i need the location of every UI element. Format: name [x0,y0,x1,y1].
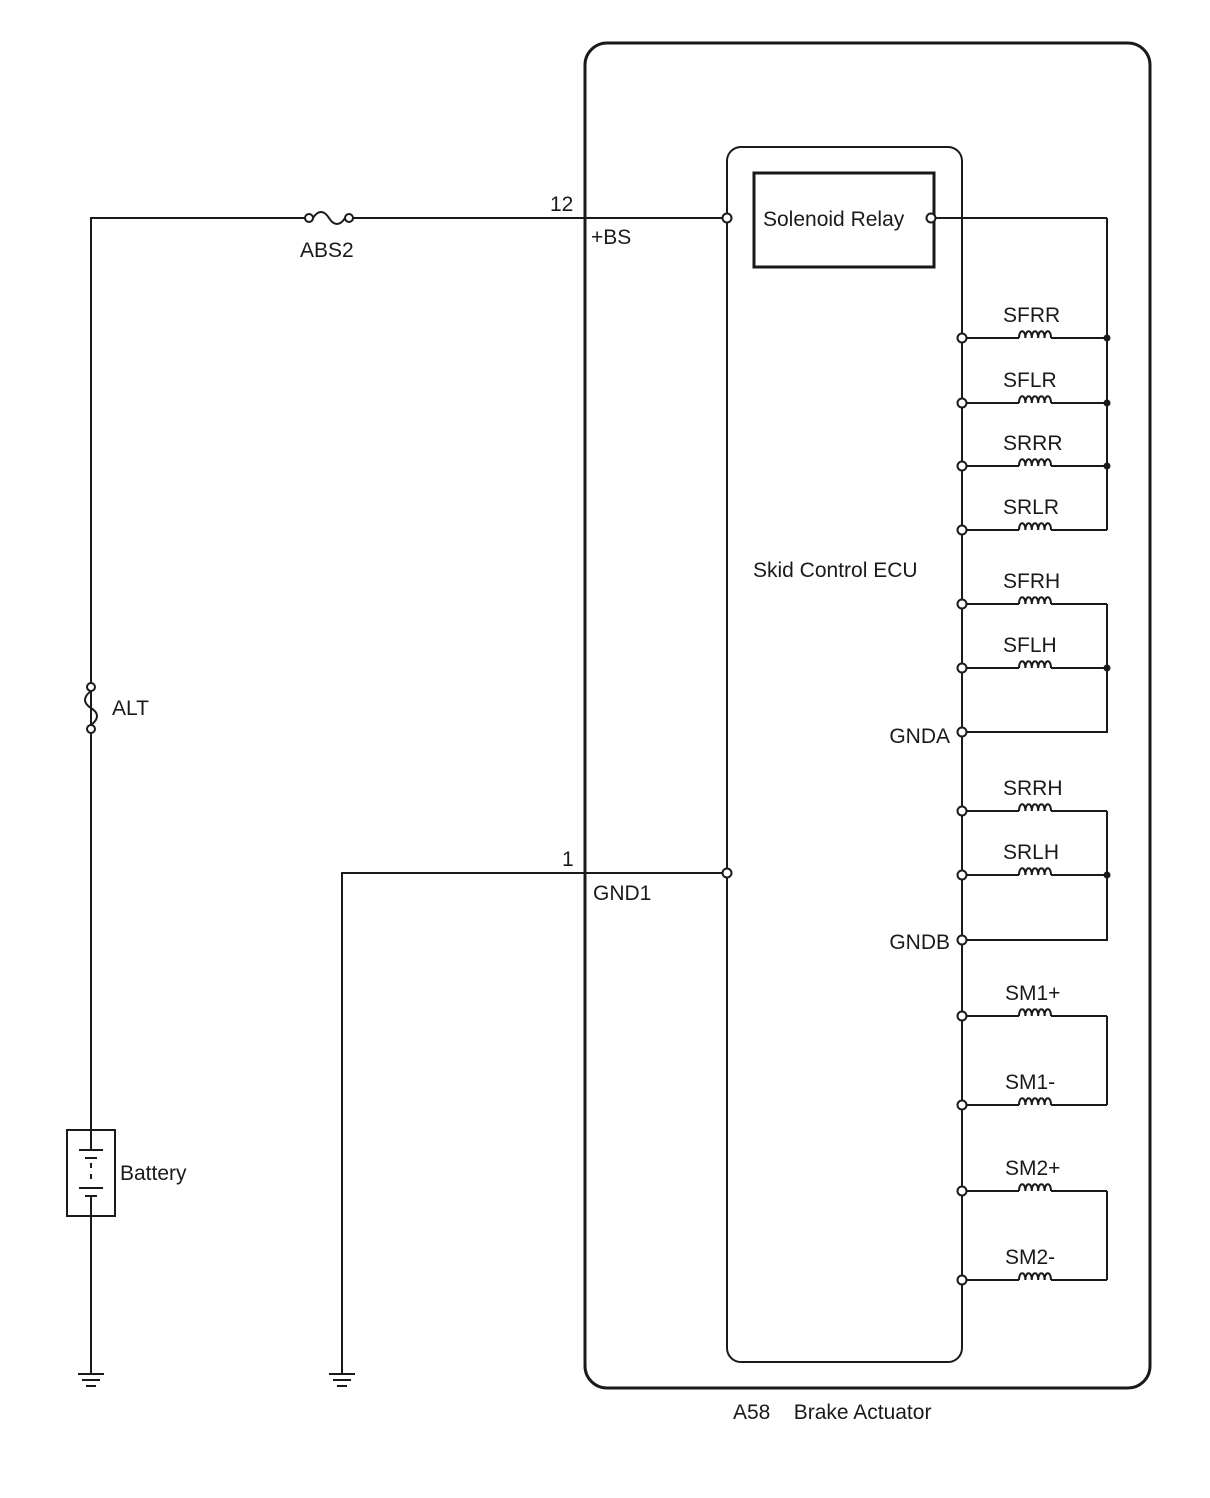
junction-dot [1103,871,1111,879]
junction-dot [1103,334,1111,342]
solenoid-row-sfrr: SFRR [956,304,1111,344]
solenoid-row-srlr: SRLR [956,496,1107,536]
coil-icon [1018,660,1052,669]
abs2-fuse-label: ABS2 [300,239,354,262]
gnd1-signal-label: GND1 [593,882,651,905]
coil-icon [1018,1008,1052,1017]
solenoid-row-sflh: SFLH [956,634,1111,674]
solenoid-row-srrr: SRRR [956,432,1111,472]
skid-control-ecu-box [726,146,963,1363]
battery-icon [66,1129,116,1217]
gnda-label: GNDA [889,725,950,748]
coil-icon [1018,596,1052,605]
solenoid-label: SM2- [1005,1246,1055,1269]
solenoid-row-srlh: SRLH [956,841,1111,881]
solenoid-row-sfrh: SFRH [956,570,1107,610]
coil-icon [1018,867,1052,876]
solenoid-terminal [956,1099,968,1111]
solenoid-terminal [956,1274,968,1286]
wire-battery-to-abs2 [90,217,306,1130]
coil-icon [1018,330,1052,339]
wire-gnd1 [341,872,727,1374]
solenoid-label: SM1+ [1005,982,1060,1005]
solenoid-label: SFLR [1003,369,1057,392]
solenoid-terminal [956,460,968,472]
solenoid-label: SFLH [1003,634,1057,657]
coil-icon [1018,1183,1052,1192]
solenoid-relay-label: Solenoid Relay [763,208,905,231]
solenoid-label: SRLR [1003,496,1059,519]
terminal-gnd1 [721,867,733,879]
solenoid-label: SFRH [1003,570,1060,593]
bus-gnda-return [962,604,1108,733]
abs2-fuse-icon [304,211,354,225]
solenoid-label: SRRH [1003,777,1063,800]
alt-fuse-icon [84,682,98,734]
solenoid-terminal [956,805,968,817]
solenoid-terminal [956,397,968,409]
solenoid-terminal [956,524,968,536]
pin-12-label: 12 [550,193,573,216]
junction-dot [1103,664,1111,672]
coil-icon [1018,522,1052,531]
bs-signal-label: +BS [591,226,631,249]
solenoid-row-sm1p: SM1+ [956,982,1107,1022]
brake-actuator-box [583,41,1152,1390]
battery-label: Battery [120,1162,187,1185]
ground-icon [78,1373,104,1387]
terminal-gndb [956,934,968,946]
coil-icon [1018,803,1052,812]
ecu-label: Skid Control ECU [753,559,918,582]
solenoid-label: SRLH [1003,841,1059,864]
solenoid-terminal [956,1185,968,1197]
actuator-label: A58 Brake Actuator [733,1401,931,1424]
coil-icon [1018,1097,1052,1106]
solenoid-row-sm2p: SM2+ [956,1157,1107,1197]
ground-icon [329,1373,355,1387]
alt-fuse-label: ALT [112,697,149,720]
junction-dot [1103,399,1111,407]
solenoid-label: SFRR [1003,304,1060,327]
solenoid-row-sflr: SFLR [956,369,1111,409]
pin-1-label: 1 [562,848,574,871]
terminal-gnda [956,726,968,738]
terminal-relay-output [925,212,937,224]
junction-dot [1103,462,1111,470]
solenoid-terminal [956,1010,968,1022]
coil-icon [1018,458,1052,467]
terminal-bs [721,212,733,224]
solenoid-row-sm2m: SM2- [956,1246,1107,1286]
solenoid-row-srrh: SRRH [956,777,1107,817]
solenoid-row-sm1m: SM1- [956,1071,1107,1111]
coil-icon [1018,1272,1052,1281]
bus-gndb-return [962,811,1108,941]
solenoid-label: SM2+ [1005,1157,1060,1180]
solenoid-terminal [956,332,968,344]
solenoid-terminal [956,598,968,610]
solenoid-label: SRRR [1003,432,1063,455]
solenoid-rows: SFRR SFLR SRRR SRLR SFRH SFLH SRRH SRLH SM1+ SM1-… [956,304,1111,1286]
solenoid-terminal [956,869,968,881]
solenoid-terminal [956,662,968,674]
coil-icon [1018,395,1052,404]
solenoid-label: SM1- [1005,1071,1055,1094]
gndb-label: GNDB [889,931,950,954]
